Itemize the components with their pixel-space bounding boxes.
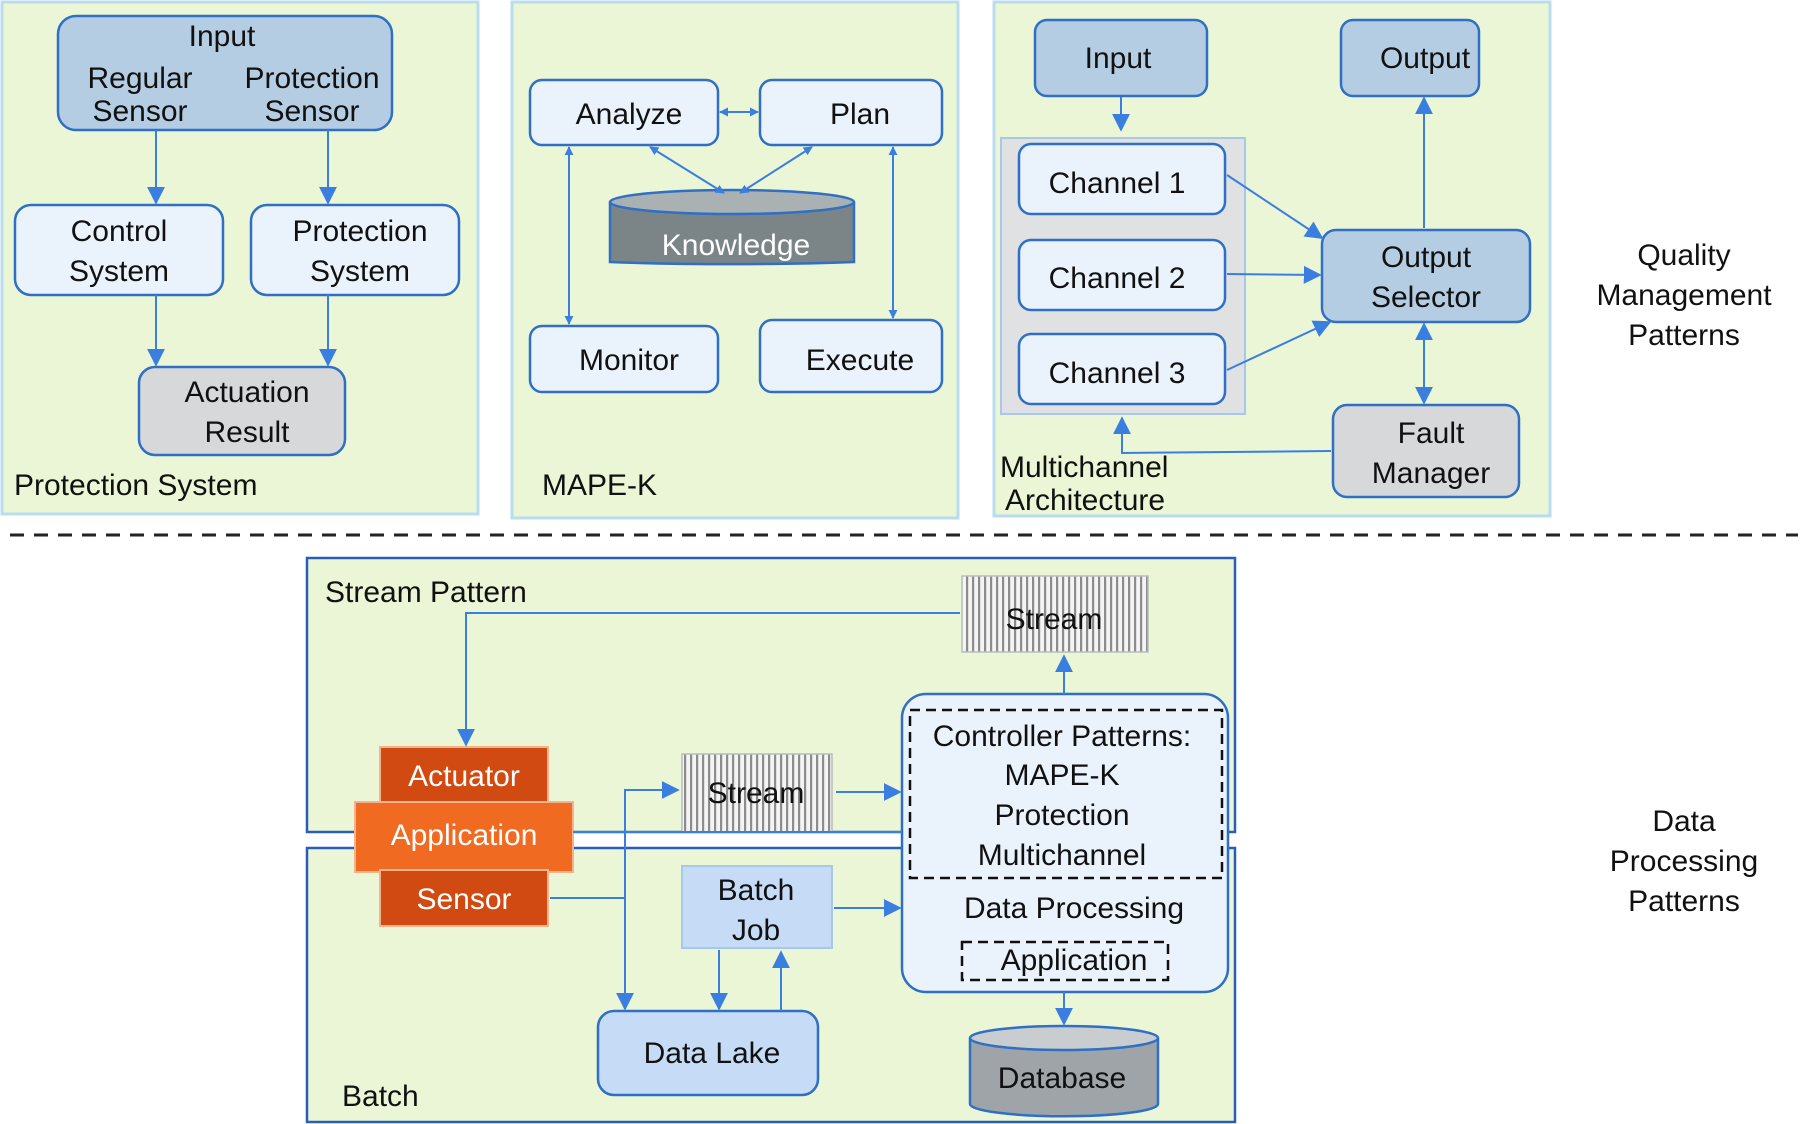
execute-label: Execute (806, 344, 914, 377)
application-label: Application (391, 819, 538, 852)
quality-label-2: Management (1596, 279, 1772, 312)
actuator-label: Actuator (408, 760, 520, 793)
actuation-result-label-2: Result (204, 416, 290, 449)
knowledge-label: Knowledge (662, 229, 810, 262)
data-processing-label: Data Processing (964, 892, 1184, 925)
protection-input-title: Input (189, 20, 256, 53)
batch-job-label-2: Job (732, 914, 780, 947)
monitor-label: Monitor (579, 344, 679, 377)
quality-management-label: Quality Management Patterns (1596, 239, 1772, 352)
protection-system-label-1: Protection (292, 215, 427, 248)
fault-manager-box[interactable] (1331, 403, 1521, 499)
arrow-stream-top-to-actuator (457, 612, 960, 747)
arrow-sensor-to-stream-mid (550, 781, 680, 899)
plan-label: Plan (830, 98, 890, 131)
controller-label-2: MAPE-K (1004, 759, 1119, 792)
stream-top-label: Stream (1006, 603, 1103, 636)
sensor-label: Sensor (416, 883, 511, 916)
protection-system-box[interactable] (249, 203, 461, 297)
multichannel-caption-2: Architecture (1005, 484, 1165, 517)
data-processing-panel: Stream Pattern Batch Stream Controller P… (305, 556, 1237, 1124)
knowledge-cylinder[interactable] (608, 188, 856, 266)
fault-manager-label-1: Fault (1398, 417, 1465, 450)
batch-job-label-1: Batch (718, 874, 795, 907)
stream-mid-box[interactable] (681, 753, 833, 833)
multichannel-output-label: Output (1380, 42, 1471, 75)
mapek-caption: MAPE-K (542, 469, 657, 502)
channel-3-box[interactable] (1017, 332, 1227, 406)
monitor-box[interactable] (528, 324, 720, 394)
analyze-box[interactable] (528, 78, 720, 147)
control-system-box[interactable] (13, 203, 225, 297)
arrow-channel3-to-selector (1226, 320, 1332, 371)
arrow-channel1-to-selector (1226, 174, 1324, 239)
protection-sensor-label-1: Protection (244, 62, 379, 95)
sensor-box[interactable] (379, 869, 549, 927)
actuation-result-label-1: Actuation (184, 376, 309, 409)
arrow-plan-knowledge (739, 146, 813, 194)
controller-label-3: Protection (994, 799, 1129, 832)
multichannel-input-box[interactable] (1033, 18, 1209, 98)
stream-top-box[interactable] (961, 575, 1149, 653)
channel-1-box[interactable] (1017, 142, 1227, 216)
arrow-fault-to-channels (1113, 416, 1332, 455)
fault-manager-label-2: Manager (1372, 457, 1490, 490)
output-selector-label-2: Selector (1371, 281, 1481, 314)
control-system-label-2: System (69, 255, 169, 288)
database-label: Database (998, 1062, 1126, 1095)
batch-job-box[interactable] (681, 865, 833, 949)
data-processing-label: Data Processing Patterns (1610, 805, 1758, 918)
regular-sensor-label-1: Regular (87, 62, 192, 95)
channel-3-label: Channel 3 (1049, 357, 1186, 390)
regular-sensor-label-2: Sensor (92, 95, 187, 128)
controller-label-1: Controller Patterns: (933, 720, 1191, 753)
stream-pattern-title: Stream Pattern (325, 576, 527, 609)
actuation-result-box[interactable] (137, 365, 347, 457)
arrow-channel2-to-selector (1226, 265, 1322, 284)
protection-system-caption: Protection System (14, 469, 257, 502)
data-label-2: Processing (1610, 845, 1758, 878)
data-lake-label: Data Lake (644, 1037, 781, 1070)
database-cylinder[interactable] (968, 1024, 1160, 1118)
inner-application-box (960, 940, 1170, 982)
plan-box[interactable] (758, 78, 944, 147)
output-selector-label-1: Output (1381, 241, 1472, 274)
protection-input-box[interactable] (56, 14, 394, 132)
data-label-1: Data (1652, 805, 1716, 838)
protection-sensor-label-2: Sensor (264, 95, 359, 128)
batch-title: Batch (342, 1080, 419, 1113)
execute-box[interactable] (758, 318, 944, 394)
channel-2-label: Channel 2 (1049, 262, 1186, 295)
multichannel-input-label: Input (1085, 42, 1152, 75)
mapek-panel: Analyze Plan Knowledge Monitor Execute M… (510, 0, 960, 520)
quality-label-3: Patterns (1628, 319, 1740, 352)
inner-application-label: Application (1001, 944, 1148, 977)
application-box[interactable] (354, 801, 574, 873)
controller-label-4: Multichannel (978, 839, 1146, 872)
multichannel-panel: Input Output Channel 1 Channel 2 Channel… (992, 0, 1552, 518)
quality-label-1: Quality (1637, 239, 1730, 272)
multichannel-output-box[interactable] (1339, 18, 1481, 98)
output-selector-box[interactable] (1320, 228, 1532, 324)
control-system-label-1: Control (71, 215, 168, 248)
analyze-label: Analyze (576, 98, 683, 131)
channel-1-label: Channel 1 (1049, 167, 1186, 200)
data-lake-box[interactable] (596, 1009, 820, 1097)
multichannel-caption-1: Multichannel (1000, 451, 1168, 484)
data-label-3: Patterns (1628, 885, 1740, 918)
protection-system-panel: Input Regular Sensor Protection Sensor C… (0, 0, 480, 516)
protection-system-label-2: System (310, 255, 410, 288)
channel-2-box[interactable] (1017, 238, 1227, 312)
stream-mid-label: Stream (708, 777, 805, 810)
arrow-analyze-knowledge (649, 146, 725, 194)
